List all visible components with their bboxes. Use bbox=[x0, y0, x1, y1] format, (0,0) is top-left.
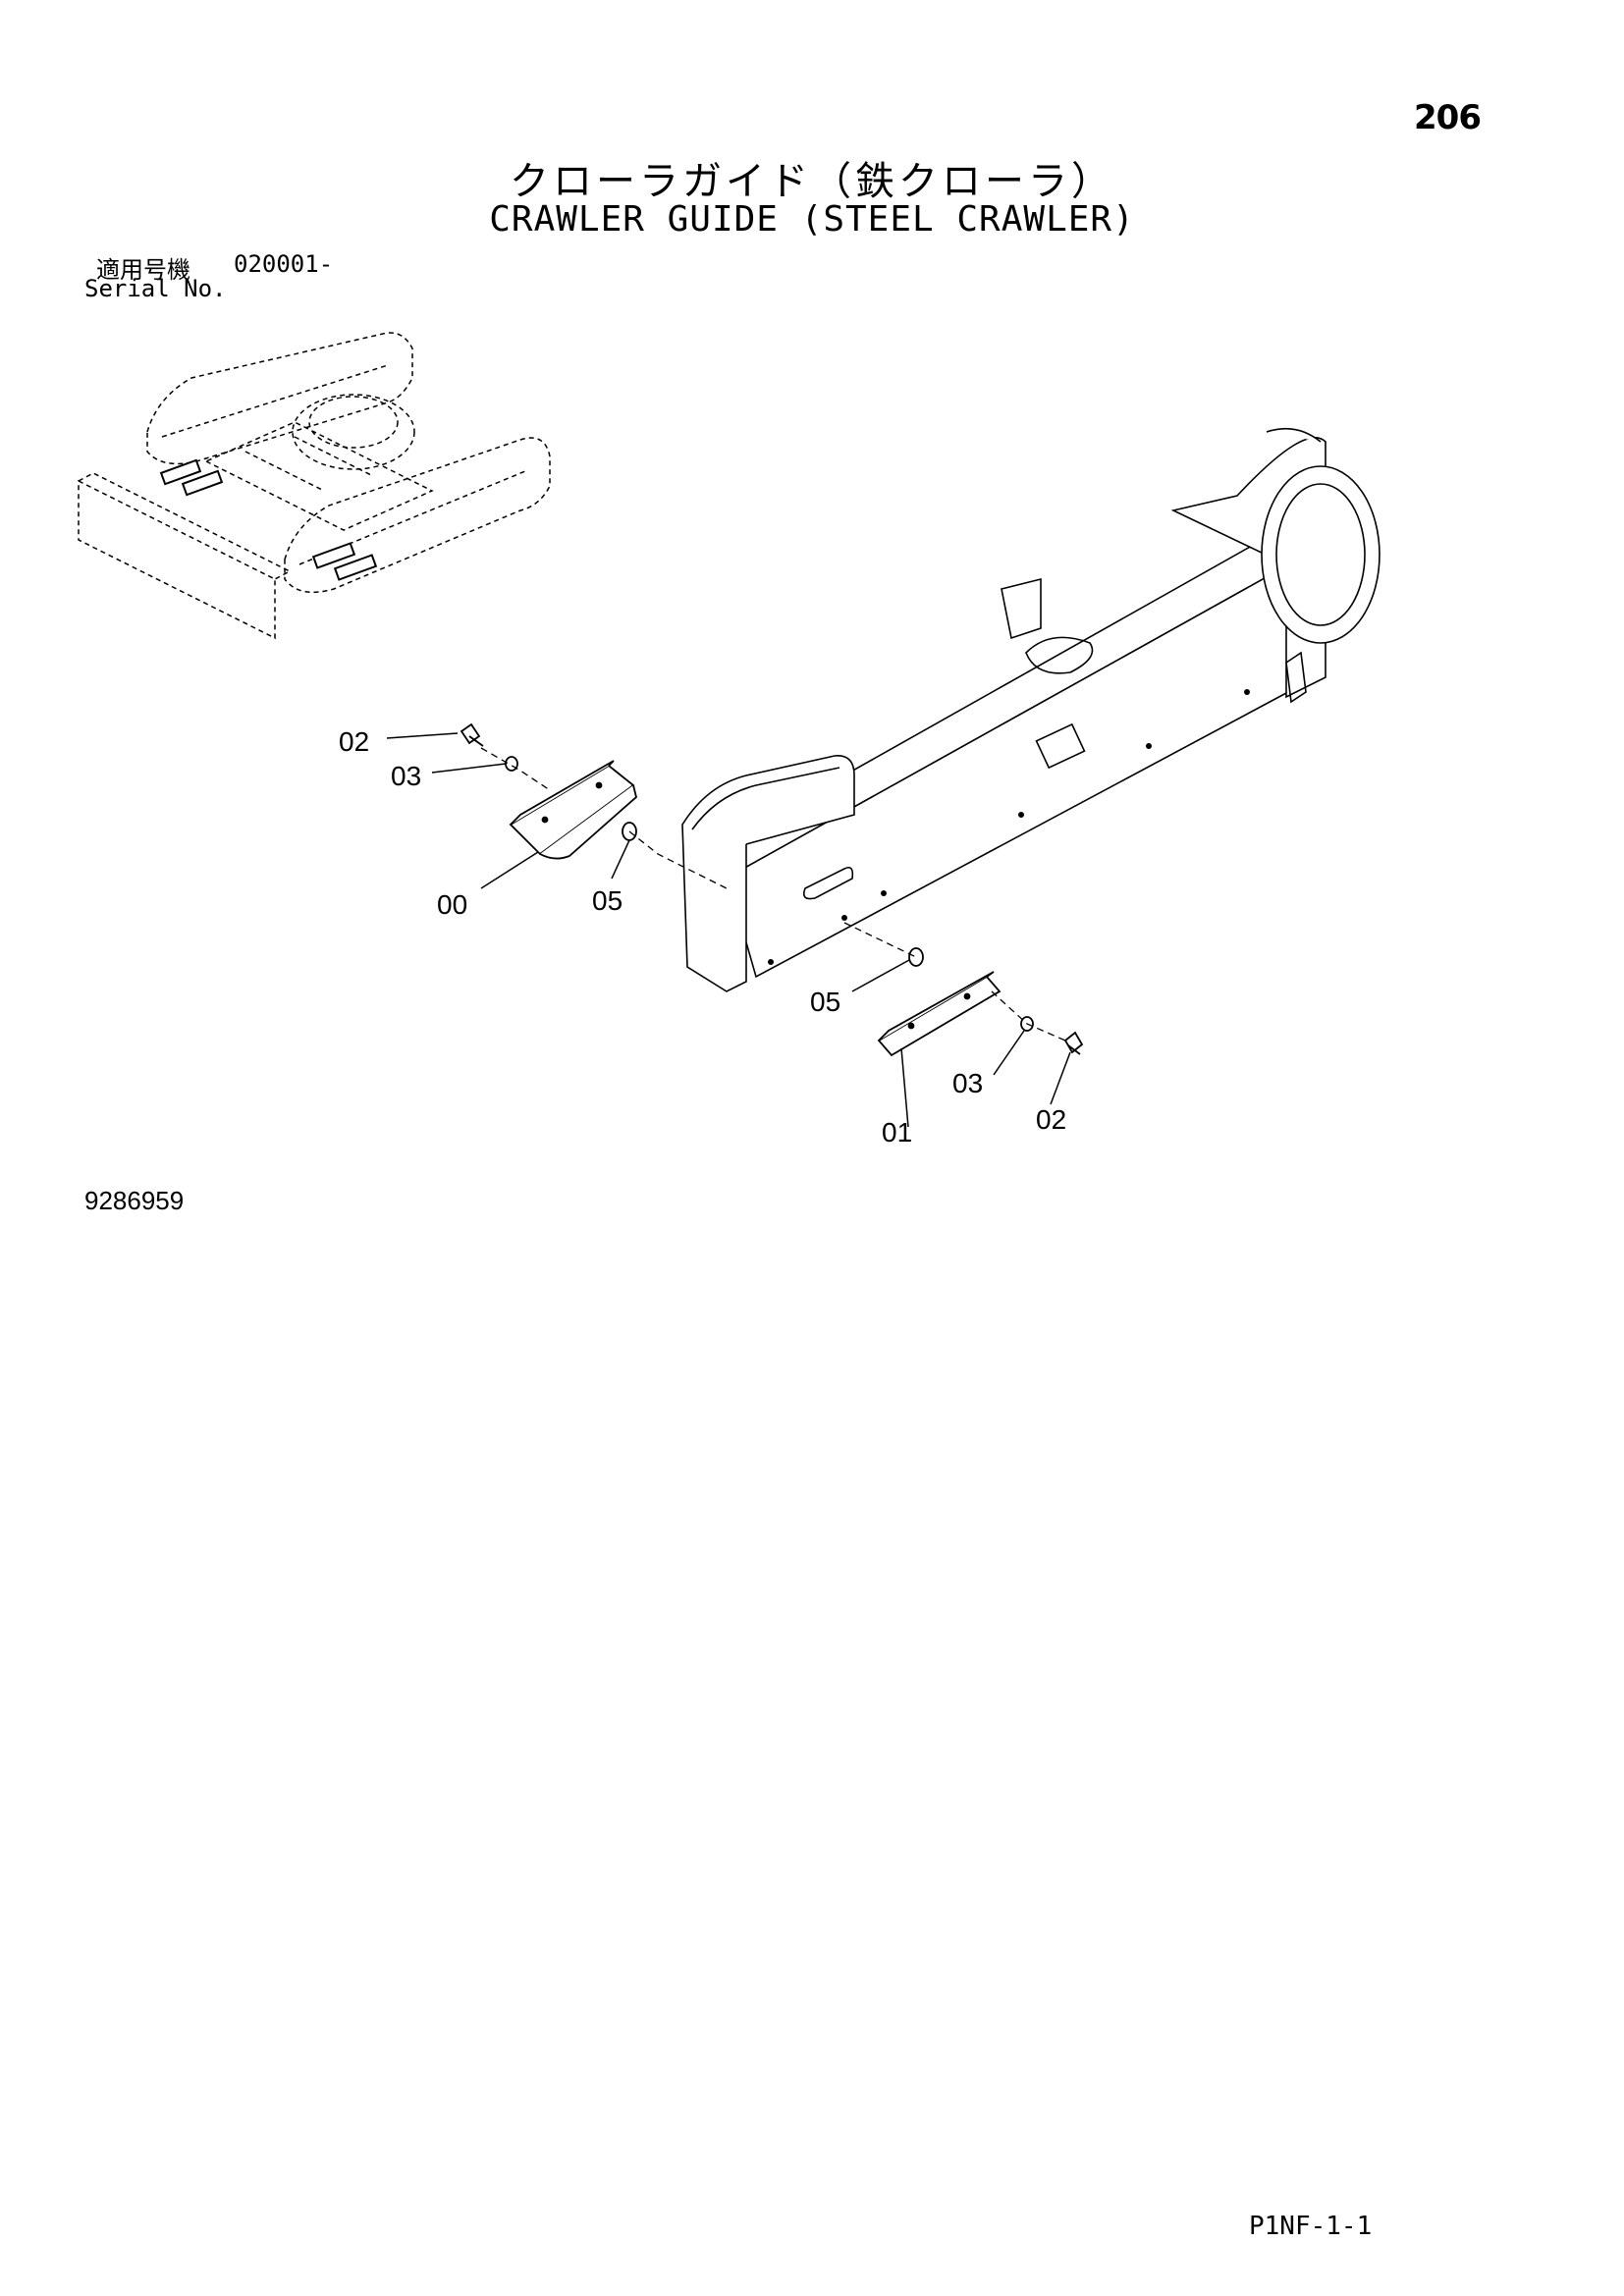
callout-upper-03: 03 bbox=[391, 761, 421, 791]
page-title-english: CRAWLER GUIDE (STEEL CRAWLER) bbox=[489, 199, 1135, 240]
callout-upper-00: 00 bbox=[437, 889, 467, 920]
page-title-japanese: クローラガイド（鉄クローラ） bbox=[510, 159, 1114, 204]
page-number: 206 bbox=[1414, 98, 1482, 137]
leader-lines bbox=[386, 732, 1071, 1128]
callout-lower-05: 05 bbox=[810, 987, 840, 1017]
page-code: P1NF-1-1 bbox=[1249, 2212, 1373, 2241]
callout-upper-02: 02 bbox=[339, 726, 369, 757]
assembly-lines bbox=[480, 747, 1066, 1041]
serial-label-japanese: 適用号機 bbox=[96, 256, 190, 284]
callout-upper-05: 05 bbox=[592, 885, 623, 916]
track-frame bbox=[681, 427, 1380, 992]
upper-fasteners bbox=[460, 722, 637, 841]
overview-guide-marks bbox=[159, 458, 378, 581]
drawing-number: 9286959 bbox=[84, 1186, 185, 1215]
frame-bolt-holes bbox=[768, 689, 1250, 965]
overview-thumbnail bbox=[78, 332, 551, 640]
callout-lower-02: 02 bbox=[1036, 1104, 1066, 1135]
serial-number-value: 020001- bbox=[234, 250, 334, 278]
callout-lower-03: 03 bbox=[952, 1068, 983, 1098]
frame-openings bbox=[802, 636, 1307, 900]
lower-crawler-guide bbox=[877, 971, 1001, 1057]
upper-crawler-guide bbox=[509, 760, 638, 860]
lower-fasteners bbox=[908, 947, 1084, 1055]
serial-label-english: Serial No. bbox=[84, 275, 227, 302]
callout-lower-01: 01 bbox=[882, 1117, 912, 1148]
